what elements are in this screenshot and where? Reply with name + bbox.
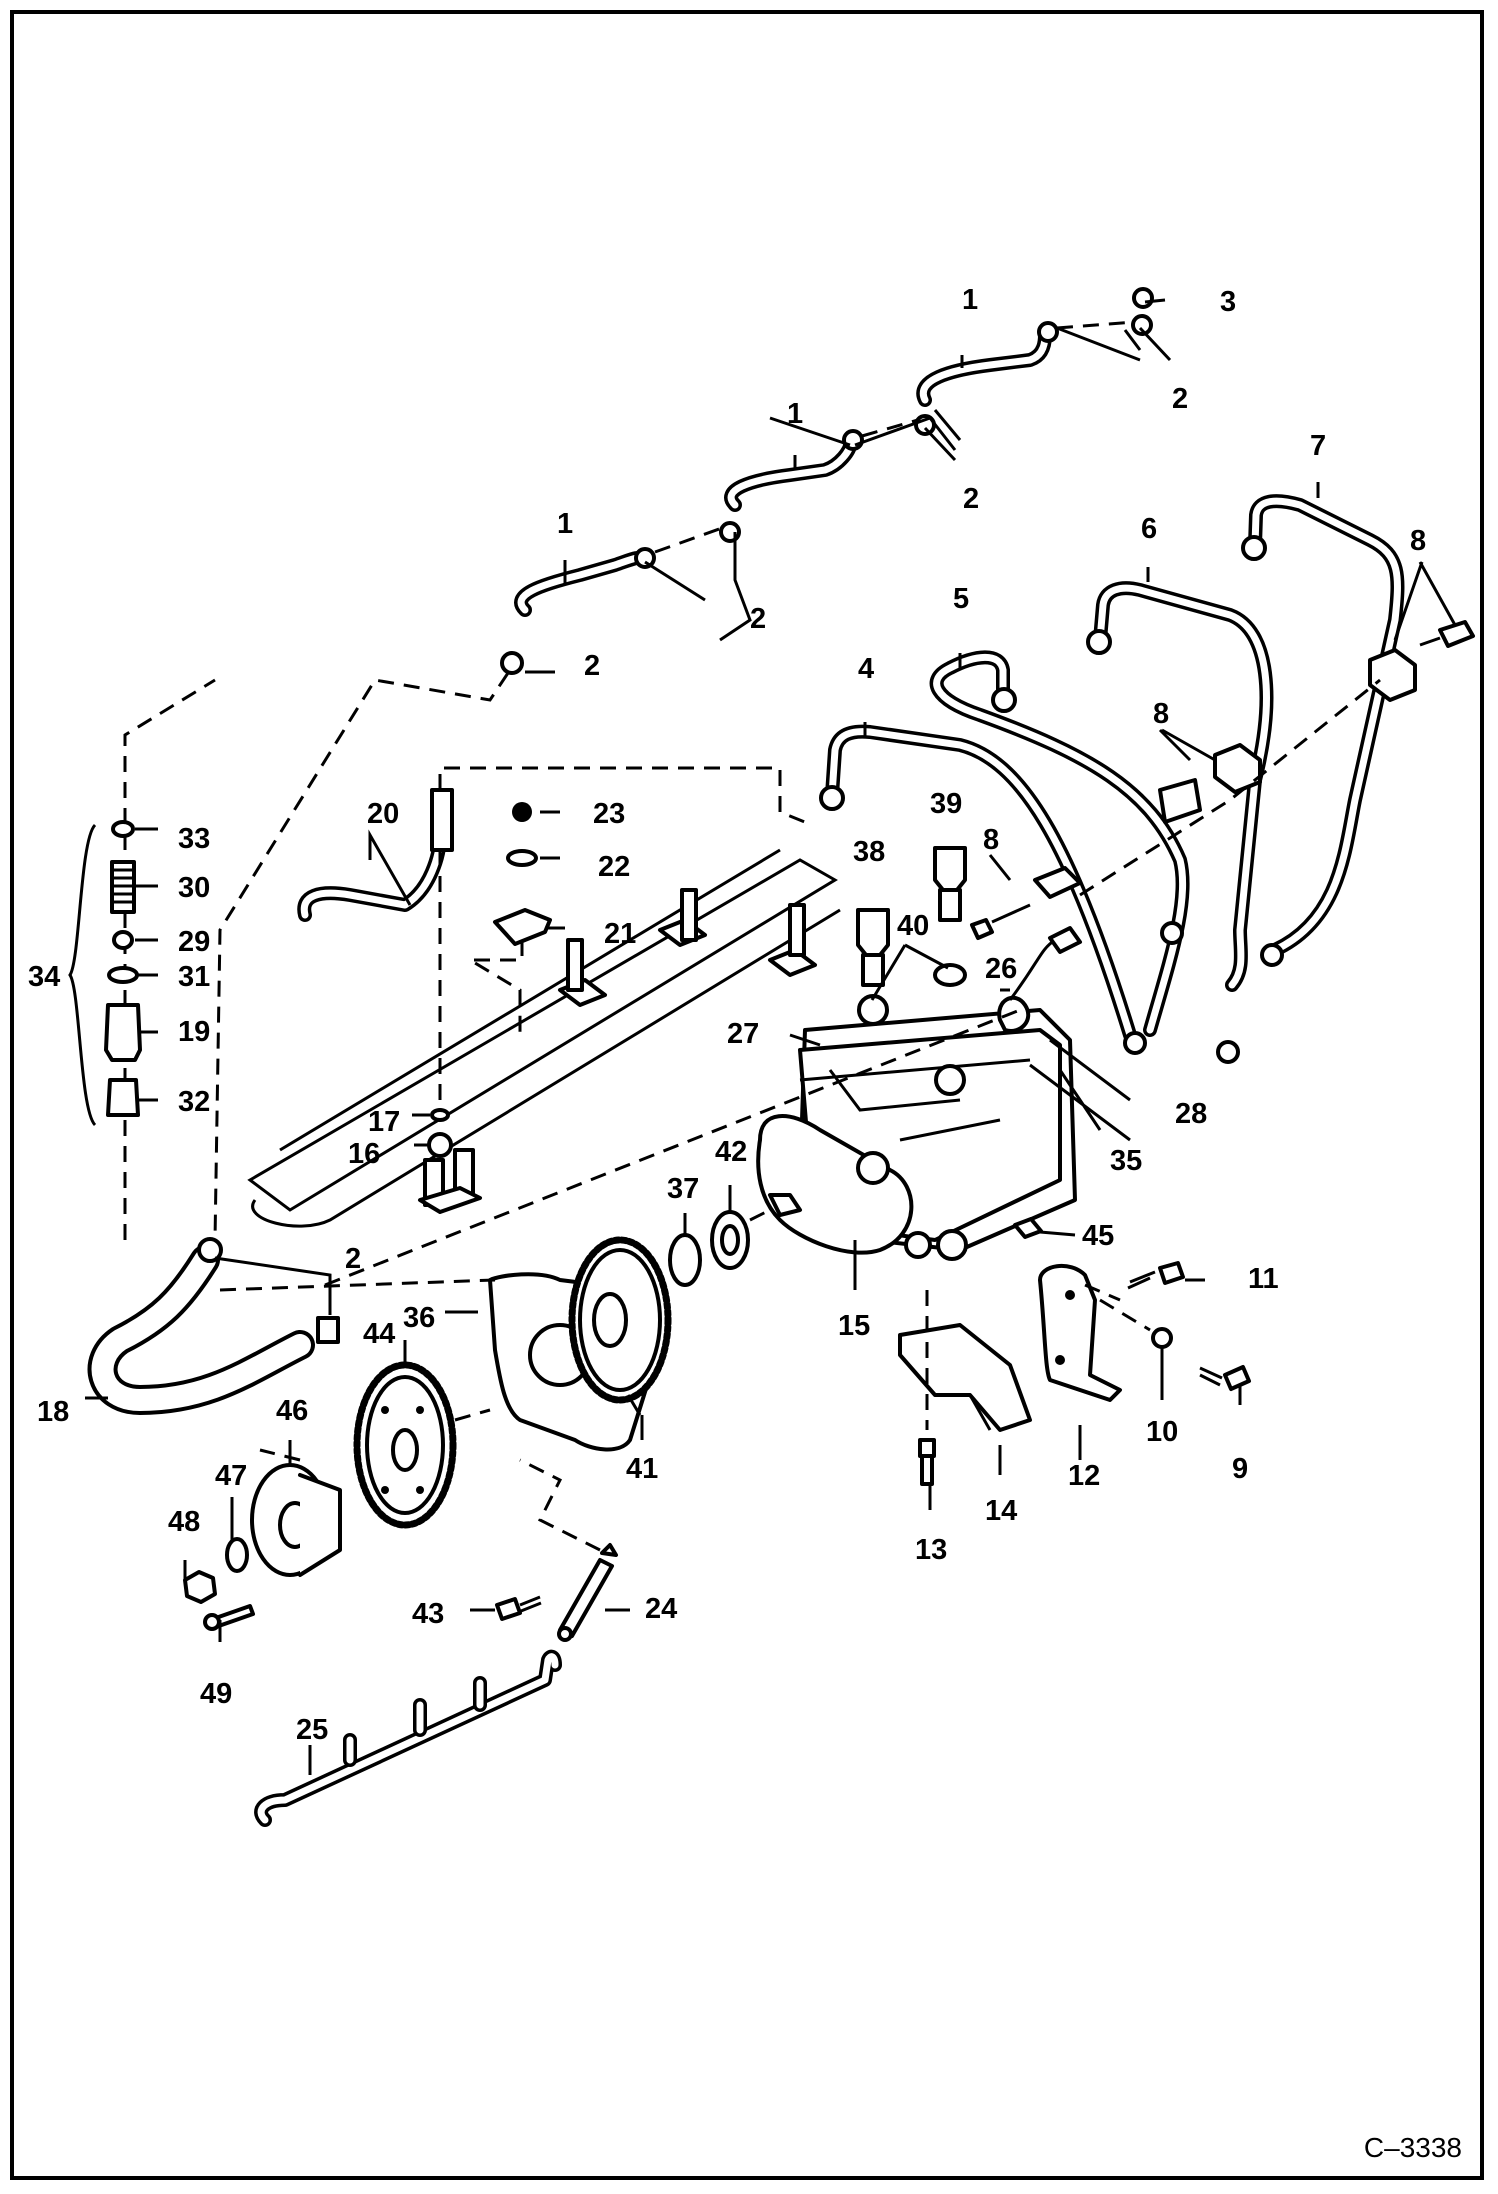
callout-2a: 2 xyxy=(750,603,767,635)
callout-44: 44 xyxy=(363,1318,396,1350)
return-dash-links xyxy=(213,320,1136,1241)
bolt-43 xyxy=(495,1595,542,1621)
callout-45: 45 xyxy=(1082,1220,1115,1252)
callout-9: 9 xyxy=(1232,1453,1249,1485)
bearing-42 xyxy=(710,1210,750,1270)
hub-46 xyxy=(250,1463,342,1577)
callout-29: 29 xyxy=(178,926,211,958)
callout-25: 25 xyxy=(296,1714,329,1746)
pump-gear-41 xyxy=(568,1236,672,1404)
washer-47-nut-48-bolt-49 xyxy=(183,1537,255,1631)
callout-47: 47 xyxy=(215,1460,248,1492)
callout-23: 23 xyxy=(593,798,626,830)
callout-2d: 2 xyxy=(1172,383,1189,415)
injection-line-6 xyxy=(1093,581,1274,992)
o-ring-37 xyxy=(668,1233,702,1287)
callout-13: 13 xyxy=(915,1534,948,1566)
callout-33: 33 xyxy=(178,823,211,855)
alignment-lines xyxy=(219,1008,1021,1462)
callout-8c: 8 xyxy=(983,824,1000,856)
rocker-parts xyxy=(418,802,552,1214)
callout-36: 36 xyxy=(403,1302,436,1334)
line-nuts xyxy=(819,535,1284,1064)
line-clamps xyxy=(970,620,1475,940)
callout-16: 16 xyxy=(348,1138,381,1170)
banjo-bolts xyxy=(856,846,967,1001)
callout-38: 38 xyxy=(853,836,886,868)
callout-26: 26 xyxy=(985,953,1018,985)
callout-1c: 1 xyxy=(962,284,979,316)
bracket-12 xyxy=(1038,1263,1122,1402)
callout-14: 14 xyxy=(985,1495,1018,1527)
callout-10: 10 xyxy=(1146,1416,1179,1448)
callout-20: 20 xyxy=(367,798,400,830)
return-hose-18 xyxy=(87,1237,340,1415)
callout-4: 4 xyxy=(858,653,875,685)
callout-42: 42 xyxy=(715,1136,748,1168)
callout-19: 19 xyxy=(178,1016,211,1048)
callout-49: 49 xyxy=(200,1678,233,1710)
idler-gear-44 xyxy=(353,1361,457,1529)
glow-harness-25 xyxy=(254,1649,562,1827)
callout-12: 12 xyxy=(1068,1460,1101,1492)
callout-18: 18 xyxy=(37,1396,70,1428)
injection-line-7 xyxy=(1248,494,1405,957)
callout-22: 22 xyxy=(598,851,631,883)
callout-21: 21 xyxy=(604,918,637,950)
callout-1b: 1 xyxy=(787,398,804,430)
callout-27: 27 xyxy=(727,1018,760,1050)
callout-leaders xyxy=(85,298,1457,1775)
callout-5: 5 xyxy=(953,583,970,615)
valve-cover xyxy=(247,848,841,1228)
callout-40: 40 xyxy=(897,910,930,942)
glow-plug-24 xyxy=(519,1458,618,1642)
figure-reference-code: C–3338 xyxy=(1363,2132,1462,2163)
callout-1a: 1 xyxy=(557,508,574,540)
return-hose-3 xyxy=(916,328,1052,407)
nozzle-stack xyxy=(68,678,216,1240)
callout-41: 41 xyxy=(626,1453,659,1485)
callout-34: 34 xyxy=(28,961,61,993)
callout-3: 3 xyxy=(1220,286,1237,318)
fitting-caps xyxy=(500,287,1154,675)
callout-46: 46 xyxy=(276,1395,309,1427)
callout-39: 39 xyxy=(930,788,963,820)
leak-off-pipe-20 xyxy=(297,766,813,1110)
bracket-14 xyxy=(898,1323,1032,1432)
callout-43: 43 xyxy=(412,1598,445,1630)
callout-8b: 8 xyxy=(1153,698,1170,730)
callout-8a: 8 xyxy=(1410,525,1427,557)
callout-2e: 2 xyxy=(345,1243,362,1275)
callout-17: 17 xyxy=(368,1106,401,1138)
callout-2c: 2 xyxy=(963,483,980,515)
callout-15: 15 xyxy=(838,1310,871,1342)
callout-35: 35 xyxy=(1110,1145,1143,1177)
injection-pump xyxy=(756,926,1082,1261)
callout-6: 6 xyxy=(1141,513,1158,545)
callout-7: 7 xyxy=(1310,430,1327,462)
callout-24: 24 xyxy=(645,1593,678,1625)
callout-28: 28 xyxy=(1175,1098,1208,1130)
bolts xyxy=(918,1217,1251,1486)
callout-11: 11 xyxy=(1248,1263,1279,1295)
callout-30: 30 xyxy=(178,872,211,904)
callout-37: 37 xyxy=(667,1173,700,1205)
callout-31: 31 xyxy=(178,961,211,993)
callout-32: 32 xyxy=(178,1086,211,1118)
return-hose-1 xyxy=(514,550,649,617)
callout-48: 48 xyxy=(168,1506,201,1538)
injection-line-4 xyxy=(825,724,1137,1042)
callout-2b: 2 xyxy=(584,650,601,682)
return-hose-2 xyxy=(724,438,857,512)
